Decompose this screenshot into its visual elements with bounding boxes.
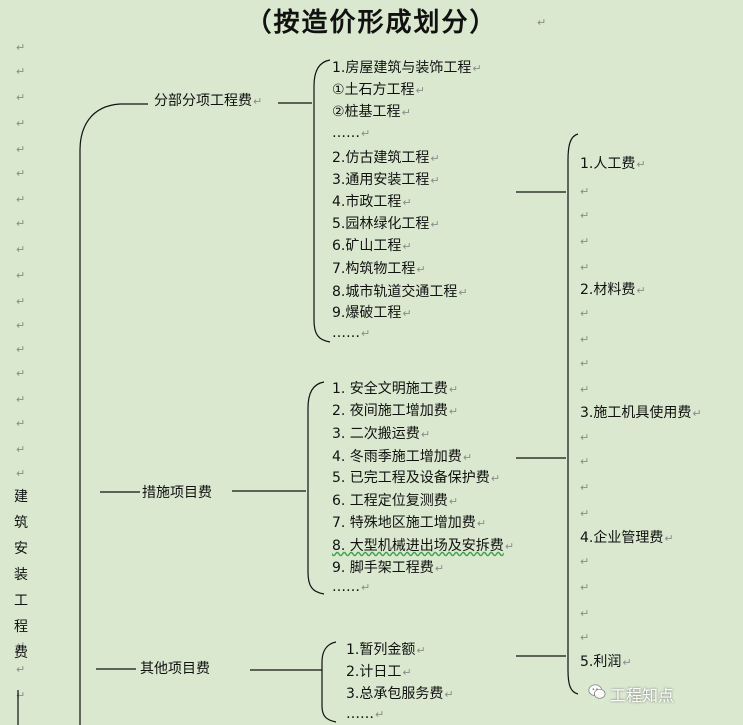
wechat-icon (588, 684, 606, 699)
paragraph-mark: ↵ (16, 91, 26, 104)
paragraph-mark: ↵ (16, 295, 26, 308)
paragraph-mark: ↵ (16, 663, 26, 676)
paragraph-mark: ↵ (16, 117, 26, 130)
composition-item: 5.利润↵ (580, 654, 632, 670)
paragraph-mark: ↵ (16, 65, 26, 78)
list-item: ……↵ (332, 579, 371, 595)
list-item: 7.构筑物工程↵ (332, 261, 426, 277)
paragraph-mark: ↵ (16, 217, 26, 230)
paragraph-mark: ↵ (580, 383, 590, 396)
list-item: ②桩基工程↵ (332, 104, 411, 120)
paragraph-mark: ↵ (580, 555, 590, 568)
paragraph-mark: ↵ (580, 333, 590, 346)
composition-item: 1.人工费↵ (580, 156, 646, 172)
paragraph-mark: ↵ (16, 167, 26, 180)
root-char: 费 (14, 645, 28, 661)
paragraph-mark: ↵ (580, 235, 590, 248)
root-char: 安 (14, 541, 28, 557)
paragraph-mark: ↵ (580, 307, 590, 320)
list-item: 1.暂列金额↵ (346, 642, 426, 658)
list-item: 3.总承包服务费↵ (346, 686, 454, 702)
paragraph-mark: ↵ (16, 269, 26, 282)
qita-bracket (321, 641, 337, 723)
root-label: 建 筑 安 装 工 程 费 (12, 484, 30, 666)
paragraph-mark: ↵ (537, 16, 547, 29)
paragraph-mark: ↵ (16, 689, 26, 702)
list-item: 4.市政工程↵ (332, 194, 412, 210)
list-item: ……↵ (332, 325, 371, 341)
cuoshi-bracket (307, 381, 325, 595)
list-item: 8. 大型机械进出场及安拆费↵ (332, 538, 515, 554)
paragraph-mark: ↵ (580, 261, 590, 274)
paragraph-mark: ↵ (16, 393, 26, 406)
fenbu-bracket (313, 59, 331, 343)
watermark: 工程知点 (610, 686, 675, 705)
list-item: 2.计日工↵ (346, 664, 412, 680)
list-item: 2.仿古建筑工程↵ (332, 150, 440, 166)
paragraph-mark: ↵ (16, 467, 26, 480)
root-char: 程 (14, 619, 28, 635)
list-item: ①土石方工程↵ (332, 82, 425, 98)
list-item: 9. 脚手架工程费↵ (332, 560, 445, 576)
list-item: 1.房屋建筑与装饰工程↵ (332, 60, 482, 76)
root-char: 筑 (14, 515, 28, 531)
paragraph-mark: ↵ (16, 639, 26, 652)
list-item: 8.城市轨道交通工程↵ (332, 284, 468, 300)
paragraph-mark: ↵ (580, 631, 590, 644)
qita-label: 其他项目费 (140, 661, 210, 677)
paragraph-mark: ↵ (16, 143, 26, 156)
paragraph-mark: ↵ (16, 417, 26, 430)
paragraph-mark: ↵ (580, 507, 590, 520)
list-item: 4. 冬雨季施工增加费↵ (332, 449, 473, 465)
page-title: （按造价形成划分） (245, 8, 498, 38)
root-char: 装 (14, 567, 28, 583)
cuoshi-label: 措施项目费 (142, 485, 212, 501)
paragraph-mark: ↵ (16, 193, 26, 206)
list-item: ……↵ (332, 125, 371, 141)
paragraph-mark: ↵ (16, 367, 26, 380)
composition-item: 4.企业管理费↵ (580, 530, 674, 546)
paragraph-mark: ↵ (580, 581, 590, 594)
root-char: 工 (14, 593, 28, 609)
paragraph-mark: ↵ (16, 443, 26, 456)
root-char: 建 (14, 489, 28, 505)
list-item: 5.园林绿化工程↵ (332, 216, 440, 232)
paragraph-mark: ↵ (580, 209, 590, 222)
composition-item: 2.材料费↵ (580, 282, 646, 298)
list-item: 5. 已完工程及设备保护费↵ (332, 470, 501, 486)
list-item: 9.爆破工程↵ (332, 305, 412, 321)
comp-bracket (567, 133, 579, 695)
paragraph-mark: ↵ (580, 185, 590, 198)
list-item: 3. 二次搬运费↵ (332, 426, 431, 442)
list-item: 6.矿山工程↵ (332, 238, 412, 254)
composition-item: 3.施工机具使用费↵ (580, 405, 702, 421)
paragraph-mark: ↵ (580, 357, 590, 370)
paragraph-mark: ↵ (580, 455, 590, 468)
paragraph-mark: ↵ (16, 243, 26, 256)
list-item: 7. 特殊地区施工增加费↵ (332, 515, 487, 531)
list-item: 2. 夜间施工增加费↵ (332, 403, 459, 419)
paragraph-mark: ↵ (16, 319, 26, 332)
paragraph-mark: ↵ (580, 607, 590, 620)
fenbu-label: 分部分项工程费↵ (154, 93, 263, 109)
list-item: 3.通用安装工程↵ (332, 172, 440, 188)
list-item: ……↵ (346, 706, 385, 722)
paragraph-mark: ↵ (580, 481, 590, 494)
paragraph-mark: ↵ (580, 431, 590, 444)
paragraph-mark: ↵ (16, 343, 26, 356)
list-item: 1. 安全文明施工费↵ (332, 381, 459, 397)
paragraph-mark: ↵ (16, 41, 26, 54)
root-bracket (79, 103, 121, 725)
list-item: 6. 工程定位复测费↵ (332, 493, 459, 509)
